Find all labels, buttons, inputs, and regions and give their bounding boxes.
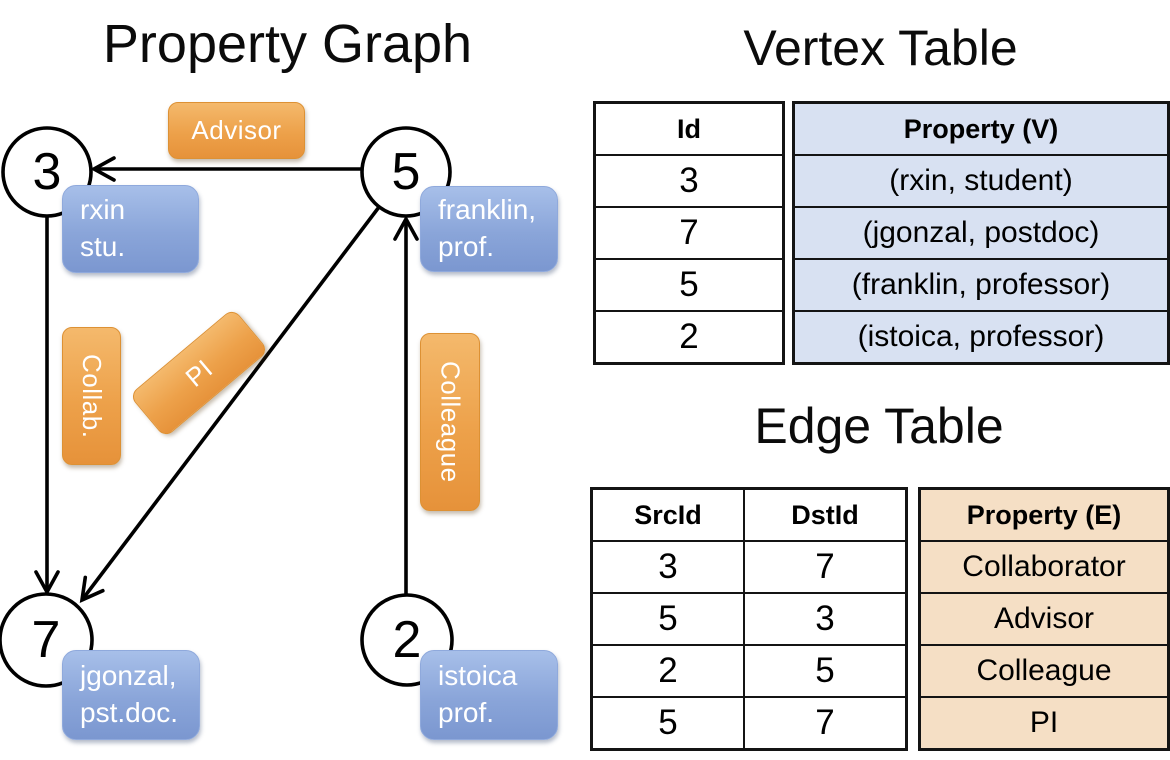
edge-srcid-cell: 5	[590, 592, 745, 646]
table-row: 5	[593, 258, 785, 312]
graph-canvas	[0, 126, 454, 688]
table-row: Property (V)	[792, 101, 1170, 156]
edge-table-property-column: Property (E) Collaborator Advisor Collea…	[918, 487, 1170, 751]
node-property-5-line1: franklin,	[438, 194, 537, 226]
node-id-7: 7	[31, 611, 61, 669]
node-id-5: 5	[391, 143, 421, 201]
vertex-property-cell: (rxin, student)	[792, 154, 1170, 208]
node-id-3: 3	[32, 143, 62, 201]
vertex-property-cell: (franklin, professor)	[792, 258, 1170, 312]
node-property-3: rxin stu.	[62, 185, 199, 273]
edge-table-title: Edge Table	[754, 398, 1004, 454]
edge-property-cell: Colleague	[918, 644, 1170, 698]
node-property-7: jgonzal, pst.doc.	[62, 650, 200, 740]
edge-label-collab-text: Collab.	[77, 353, 107, 439]
node-property-7-line1: jgonzal,	[80, 660, 177, 692]
table-row: (rxin, student)	[792, 154, 1170, 208]
table-row: 3	[593, 154, 785, 208]
edge-property-header: Property (E)	[918, 487, 1170, 542]
node-property-2-line1: istoica	[438, 660, 518, 692]
edge-pi-line	[79, 205, 381, 603]
vertex-id-cell: 5	[593, 258, 785, 312]
edge-table: SrcId DstId 3 7 5 3 2 5 5 7 Property (E)…	[590, 487, 1170, 751]
edge-label-advisor-text: Advisor	[191, 115, 282, 145]
table-row: PI	[918, 696, 1170, 751]
edge-table-id-columns: SrcId DstId 3 7 5 3 2 5 5 7	[590, 487, 908, 751]
vertex-id-cell: 2	[593, 310, 785, 365]
table-row: 2 5	[590, 644, 908, 698]
node-property-2: istoica prof.	[420, 650, 558, 740]
node-property-5: franklin, prof.	[420, 186, 558, 272]
vertex-table-title: Vertex Table	[743, 20, 1018, 76]
table-row: (istoica, professor)	[792, 310, 1170, 365]
table-row: Property (E)	[918, 487, 1170, 542]
vertex-property-cell: (jgonzal, postdoc)	[792, 206, 1170, 260]
node-property-3-line1: rxin	[80, 194, 126, 226]
table-row: 5 7	[590, 696, 908, 751]
table-row: 3 7	[590, 540, 908, 594]
vertex-id-cell: 7	[593, 206, 785, 260]
table-row: SrcId DstId	[590, 487, 908, 542]
vertex-id-header: Id	[593, 101, 785, 156]
edge-label-collab: Collab.	[62, 327, 121, 465]
edge-property-cell: PI	[918, 696, 1170, 751]
vertex-id-cell: 3	[593, 154, 785, 208]
table-row: Id	[593, 101, 785, 156]
edge-dstid-header: DstId	[743, 487, 908, 542]
edge-label-colleague-text: Colleague	[435, 361, 466, 483]
edge-srcid-cell: 3	[590, 540, 745, 594]
edge-label-colleague: Colleague	[420, 333, 480, 511]
vertex-property-cell: (istoica, professor)	[792, 310, 1170, 365]
vertex-table-property-column: Property (V) (rxin, student) (jgonzal, p…	[791, 101, 1170, 365]
node-property-5-line2: prof.	[438, 231, 495, 262]
table-row: Colleague	[918, 644, 1170, 698]
table-row: (jgonzal, postdoc)	[792, 206, 1170, 260]
node-property-3-line2: stu.	[80, 231, 126, 262]
node-id-2: 2	[392, 611, 422, 669]
vertex-property-header: Property (V)	[792, 101, 1170, 156]
node-property-7-line2: pst.doc.	[80, 697, 179, 728]
edge-dstid-cell: 3	[743, 592, 908, 646]
graph-title: Property Graph	[102, 14, 473, 74]
table-row: Advisor	[918, 592, 1170, 646]
table-row: Collaborator	[918, 540, 1170, 594]
vertex-table-id-column: Id 3 7 5 2	[593, 101, 785, 365]
edge-srcid-cell: 5	[590, 696, 745, 751]
edge-dstid-cell: 5	[743, 644, 908, 698]
edge-dstid-cell: 7	[743, 540, 908, 594]
edge-srcid-header: SrcId	[590, 487, 745, 542]
edge-dstid-cell: 7	[743, 696, 908, 751]
node-property-2-line2: prof.	[438, 697, 495, 728]
edge-property-cell: Advisor	[918, 592, 1170, 646]
table-row: (franklin, professor)	[792, 258, 1170, 312]
edge-srcid-cell: 2	[590, 644, 745, 698]
edge-property-cell: Collaborator	[918, 540, 1170, 594]
table-row: 2	[593, 310, 785, 365]
table-row: 7	[593, 206, 785, 260]
edge-label-pi-text: PI	[179, 352, 219, 393]
edge-label-advisor: Advisor	[168, 102, 305, 159]
vertex-table: Id 3 7 5 2 Property (V) (rxin, student) …	[593, 101, 1170, 365]
table-row: 5 3	[590, 592, 908, 646]
